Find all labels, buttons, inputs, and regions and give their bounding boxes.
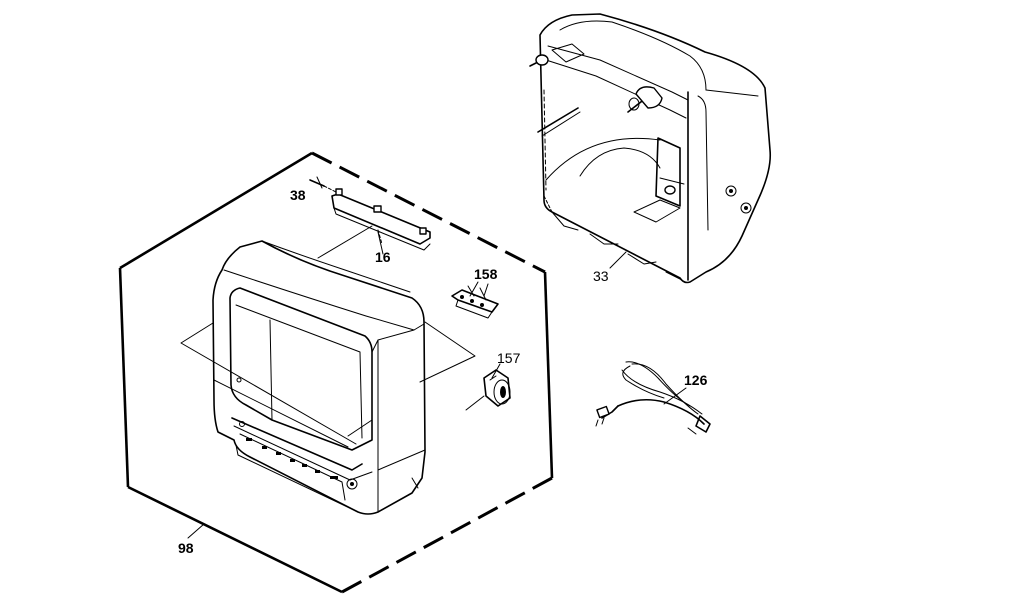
mounting-boss-left [529,43,585,67]
part-38-screw [309,176,337,193]
front-cabinet [180,225,476,515]
part-33-rear-cabinet [529,13,772,284]
callout-33: 33 [593,268,609,284]
callout-38: 38 [290,187,306,203]
callout-98: 98 [178,540,194,556]
part-158-connector [451,283,499,319]
callout-157: 157 [497,350,521,366]
part-157-switch [465,369,511,411]
part-126-power-cord [595,361,711,435]
leader-lines [187,231,687,539]
callout-126: 126 [684,372,708,388]
assembly-boundary-98 [118,151,554,594]
callout-158: 158 [474,266,498,282]
mounting-boss-right [627,86,663,113]
callout-16: 16 [375,249,391,265]
control-buttons [236,377,358,490]
